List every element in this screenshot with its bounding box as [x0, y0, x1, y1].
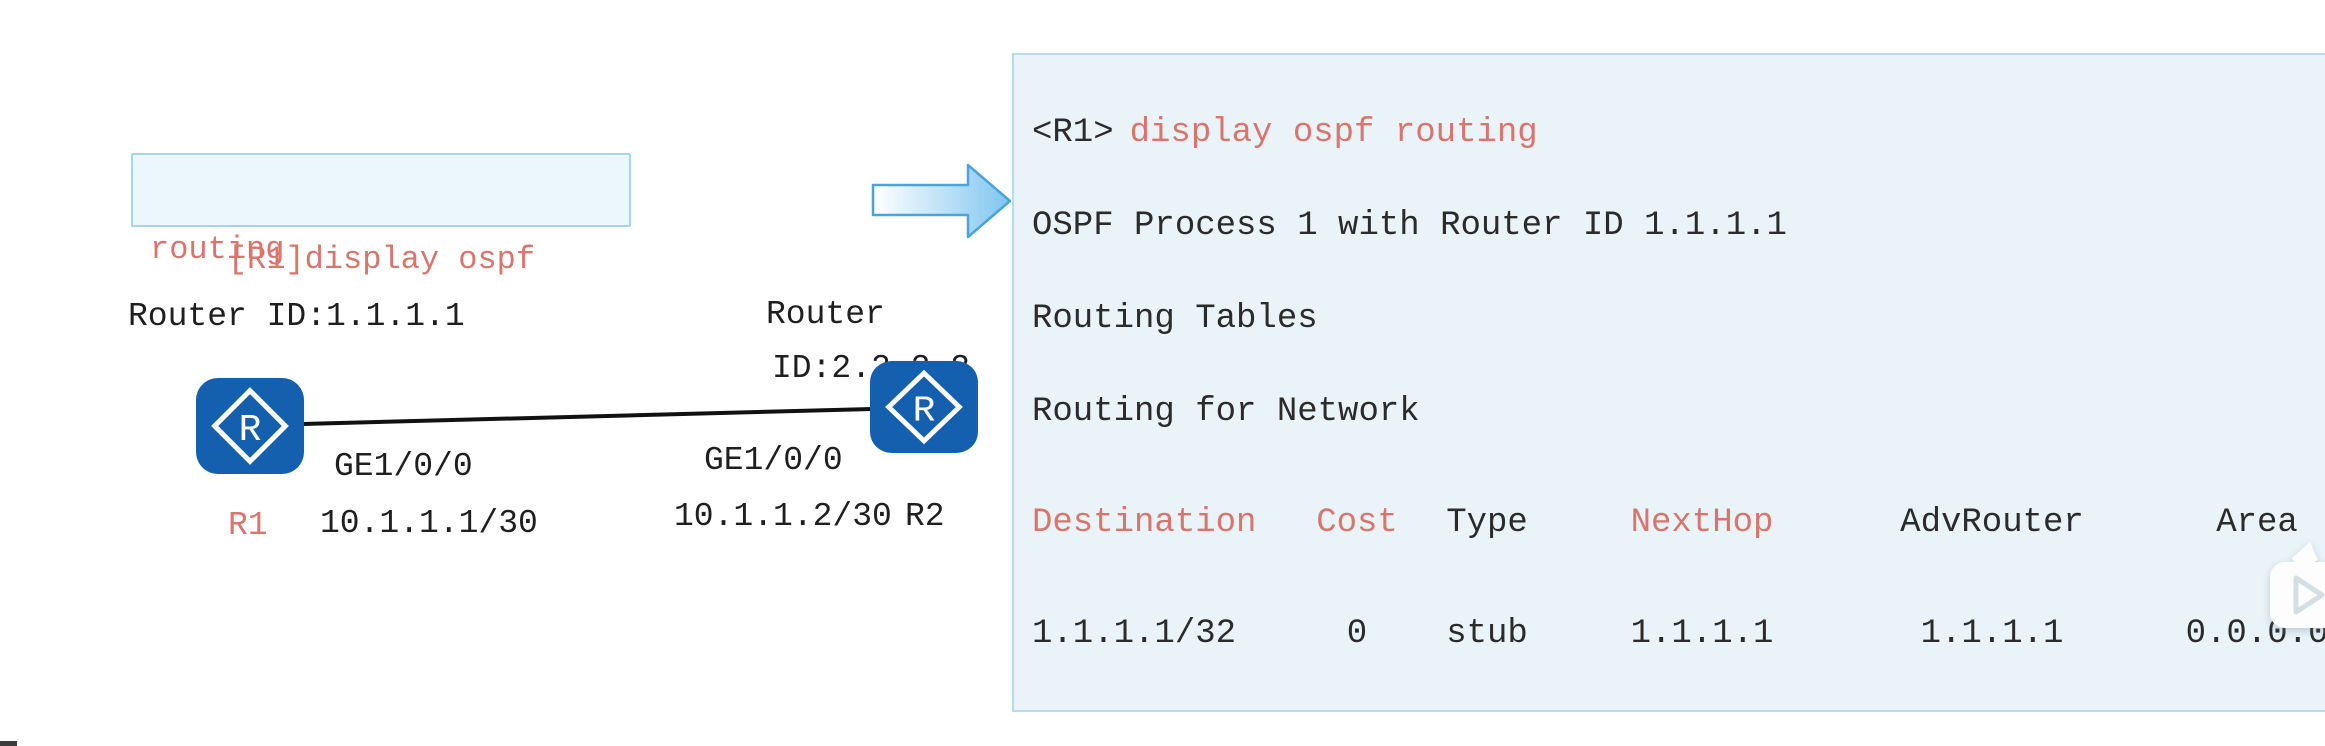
terminal-line: OSPF Process 1 with Router ID 1.1.1.1: [1032, 207, 1787, 245]
col-header-advrouter: AdvRouter: [1900, 504, 2084, 542]
command-annotation-box: [R1]display ospf: [131, 153, 631, 278]
router1-interface-label: GE1/0/0: [334, 448, 473, 485]
terminal-line: Routing Tables: [1032, 300, 1318, 338]
cell-nexthop: 1.1.1.1: [1630, 615, 1774, 653]
col-header-type: Type: [1446, 504, 1528, 542]
cell-advrouter: 1.1.1.1: [1920, 615, 2064, 653]
play-triangle-icon: [2293, 575, 2325, 615]
terminal-command: display ospf routing: [1129, 114, 1538, 152]
router2-icon-letter: R: [913, 391, 936, 432]
cell-cost: 0: [1346, 615, 1368, 653]
router1-ip-label: 10.1.1.1/30: [320, 505, 538, 542]
play-video-button[interactable]: [2258, 538, 2325, 650]
cell-area: 0.0.0.0: [2142, 699, 2325, 710]
cell-type: stub: [1446, 615, 1528, 653]
terminal-prompt: <R1>: [1032, 114, 1114, 152]
cell-advrouter: 1.1.1.1: [1842, 699, 2142, 710]
router2-ip-label: 10.1.1.2/30: [674, 498, 892, 535]
router2-interface-label: GE1/0/0: [704, 442, 843, 479]
terminal-line: Routing for Network: [1032, 393, 1420, 431]
col-header-nexthop: NextHop: [1630, 504, 1774, 542]
cell-destination: 1.1.1.1/32: [1032, 615, 1237, 653]
col-header-cost: Cost: [1316, 504, 1398, 542]
col-header-area: Area: [2216, 504, 2298, 542]
terminal-output-panel: <R1> display ospf routing OSPF Process 1 …: [1012, 53, 2325, 712]
command-overflow-text: routing: [150, 231, 285, 268]
command-text: [R1]display ospf: [227, 241, 536, 278]
cell-destination: 10.1.1.0/20: [1032, 699, 1302, 710]
cell-type: Transit: [1412, 699, 1562, 710]
router1-id-label: Router ID:1.1.1.1: [128, 298, 465, 335]
router2-icon: R: [870, 361, 978, 453]
routing-table-header-row: Destination Cost Type NextHop AdvRouter …: [1032, 495, 2325, 552]
corner-artifact: [0, 741, 17, 746]
cell-cost: 1: [1302, 699, 1412, 710]
col-header-destination: Destination: [1032, 504, 1257, 542]
table-row: 1.1.1.1/32 0 stub 1.1.1.1 1.1.1.1 0.0.0.…: [1032, 606, 2325, 663]
cell-nexthop: 10.1.1.1: [1562, 699, 1842, 710]
table-row: 10.1.1.0/20 1 Transit 10.1.1.1 1.1.1.1 0…: [1032, 699, 2325, 710]
terminal-prompt-line: <R1> display ospf routing: [1032, 105, 2325, 162]
link-line: [301, 407, 873, 426]
router2-name-label: R2: [905, 498, 945, 535]
callout-arrow-icon: [871, 163, 1012, 239]
router1-icon: R: [196, 378, 304, 474]
router1-name-label: R1: [228, 507, 268, 544]
router2-id-label-line1: Router: [766, 296, 885, 333]
router1-icon-letter: R: [239, 409, 262, 452]
